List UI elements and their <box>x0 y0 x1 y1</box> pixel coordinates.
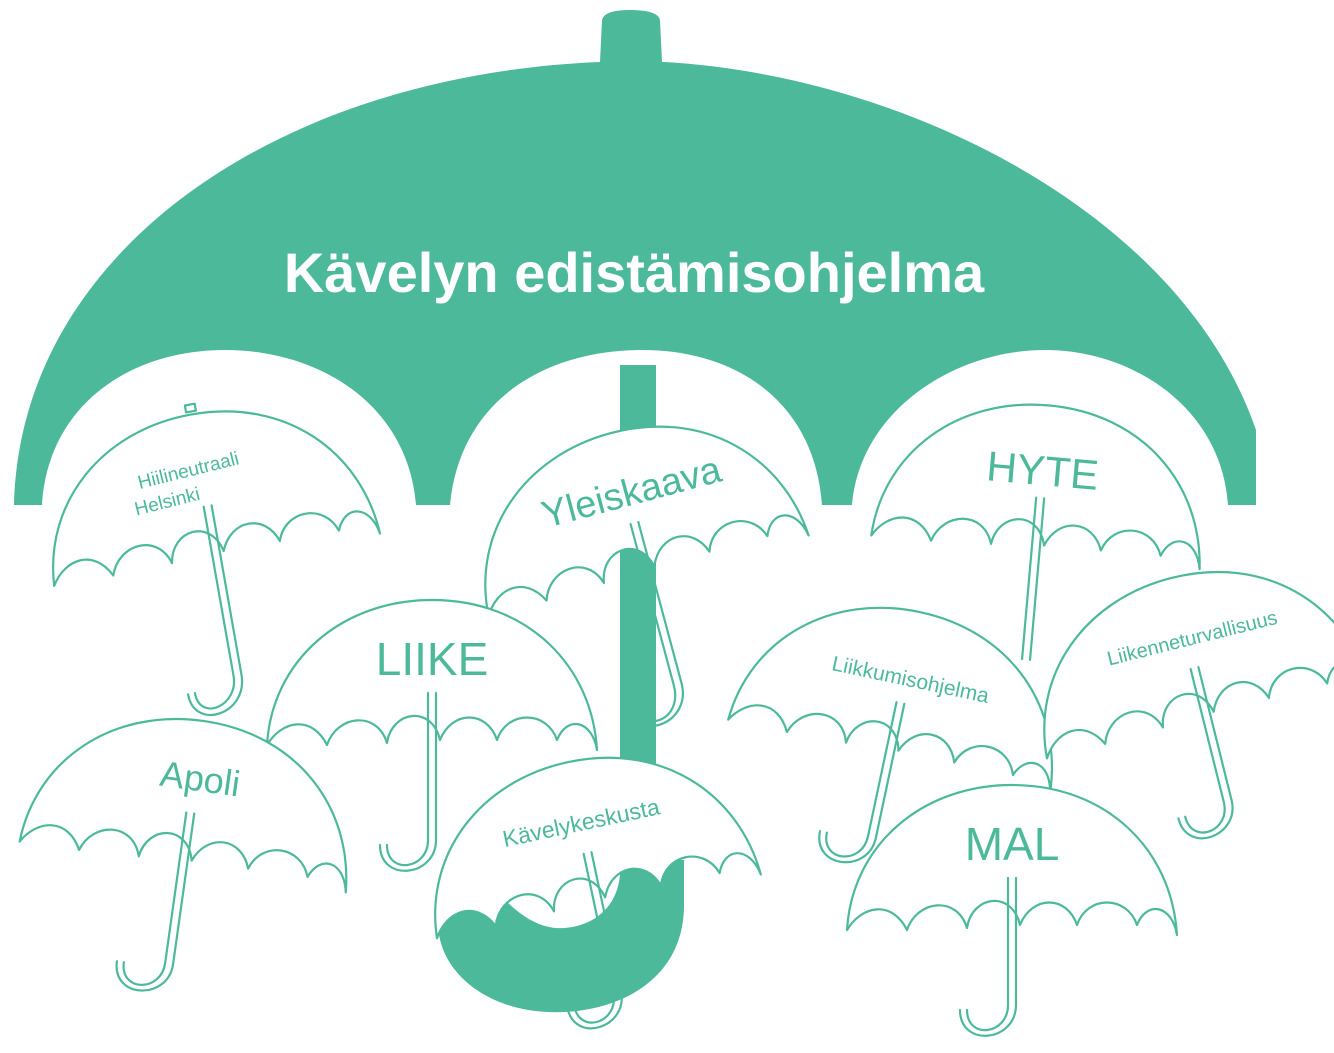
umbrella-apoli: Apoli <box>1 698 366 1017</box>
umbrella-mal: MAL <box>847 785 1177 1036</box>
main-title: Kävelyn edistämisohjelma <box>284 241 985 304</box>
label-mal: MAL <box>965 818 1060 870</box>
main-umbrella-tip <box>600 10 662 62</box>
label-hyte: HYTE <box>985 442 1101 499</box>
label-liike: LIIKE <box>376 633 489 685</box>
